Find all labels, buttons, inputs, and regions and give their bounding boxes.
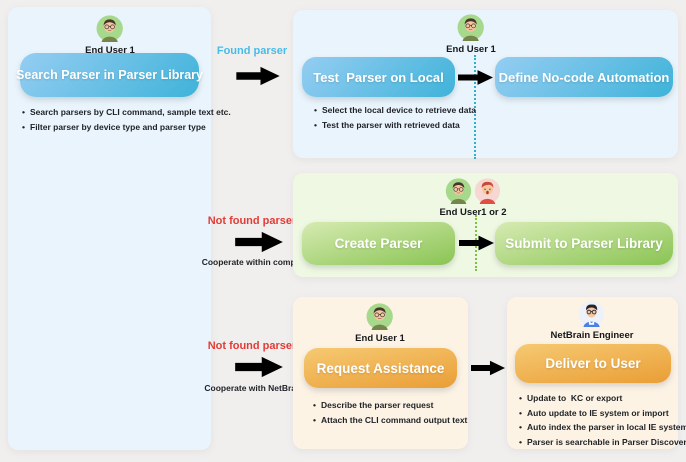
cooperate-within-company-label: Cooperate within company [201,257,311,267]
actor-label: End User 1 [446,44,496,55]
found-parser-label: Found parser [216,45,288,57]
node-submit-to-parser-library: Submit to Parser Library [495,222,673,265]
end-user-1-avatar-icon [366,303,393,330]
actor-end-user-1: End User 1 [85,15,135,56]
node-request-assistance: Request Assistance [304,348,457,388]
bullet-item: Attach the CLI command output text [311,415,467,425]
bullet-item: Filter parser by device type and parser … [20,122,231,132]
node-define-no-code-automation: Define No-code Automation [495,57,673,97]
netbrain-engineer-avatar-icon [579,301,605,327]
deliver-to-user-panel: NetBrain Engineer Deliver to User Update… [507,297,686,449]
not-found-parser-label: Not found parser [207,340,297,352]
actor-label: End User 1 [85,45,135,56]
search-bullets: Search parsers by CLI command, sample te… [20,108,231,137]
actor-end-user-1-or-2: End User1 or 2 [439,178,507,218]
bullet-item: Update to KC or export [517,394,686,404]
request-bullets: Describe the parser request Attach the C… [311,401,467,430]
found-parser-arrow-icon [234,66,282,86]
test-bullets: Select the local device to retrieve data… [312,106,476,135]
company-flow-arrow-icon [235,231,283,253]
cooperate-with-netbrain-label: Cooperate with NetBrain [204,383,304,393]
bullet-item: Search parsers by CLI command, sample te… [20,108,231,118]
step-arrow-icon [459,233,494,253]
node-test-parser-on-local: Test Parser on Local [302,57,455,97]
not-found-parser-label: Not found parser [207,215,297,227]
node-search-parser-in-library: Search Parser in Parser Library [16,53,203,97]
end-user-2-avatar-icon [475,178,501,204]
actor-netbrain-engineer: NetBrain Engineer [550,301,634,341]
node-create-parser: Create Parser [302,222,455,265]
bullet-item: Test the parser with retrieved data [312,120,476,130]
search-panel: End User 1 Search Parser in Parser Libra… [8,7,231,450]
end-user-1-avatar-icon [446,178,472,204]
netbrain-flow-arrow-icon [235,356,283,378]
end-user-1-avatar-icon [457,14,484,41]
actor-end-user-1: End User 1 [446,14,496,55]
bullet-item: Auto update to IE system or import [517,408,686,418]
test-define-panel: End User 1 Test Parser on Local Define N… [293,10,678,159]
bullet-item: Describe the parser request [311,401,467,411]
bullet-item: Select the local device to retrieve data [312,106,476,116]
actor-label: End User1 or 2 [439,207,507,218]
deliver-step-arrow-icon [471,358,505,378]
end-user-1-avatar-icon [96,15,123,42]
node-deliver-to-user: Deliver to User [515,344,671,383]
actor-label: NetBrain Engineer [550,330,634,341]
step-arrow-icon [458,69,493,86]
bullet-item: Parser is searchable in Parser Discovery [517,437,686,447]
deliver-bullets: Update to KC or export Auto update to IE… [517,394,686,452]
actor-end-user-1: End User 1 [355,303,405,344]
bullet-item: Auto index the parser in local IE system [517,423,686,433]
create-submit-panel: End User1 or 2 Create Parser Submit to P… [293,173,678,277]
actor-label: End User 1 [355,333,405,344]
request-assistance-panel: End User 1 Request Assistance Describe t… [293,297,468,449]
